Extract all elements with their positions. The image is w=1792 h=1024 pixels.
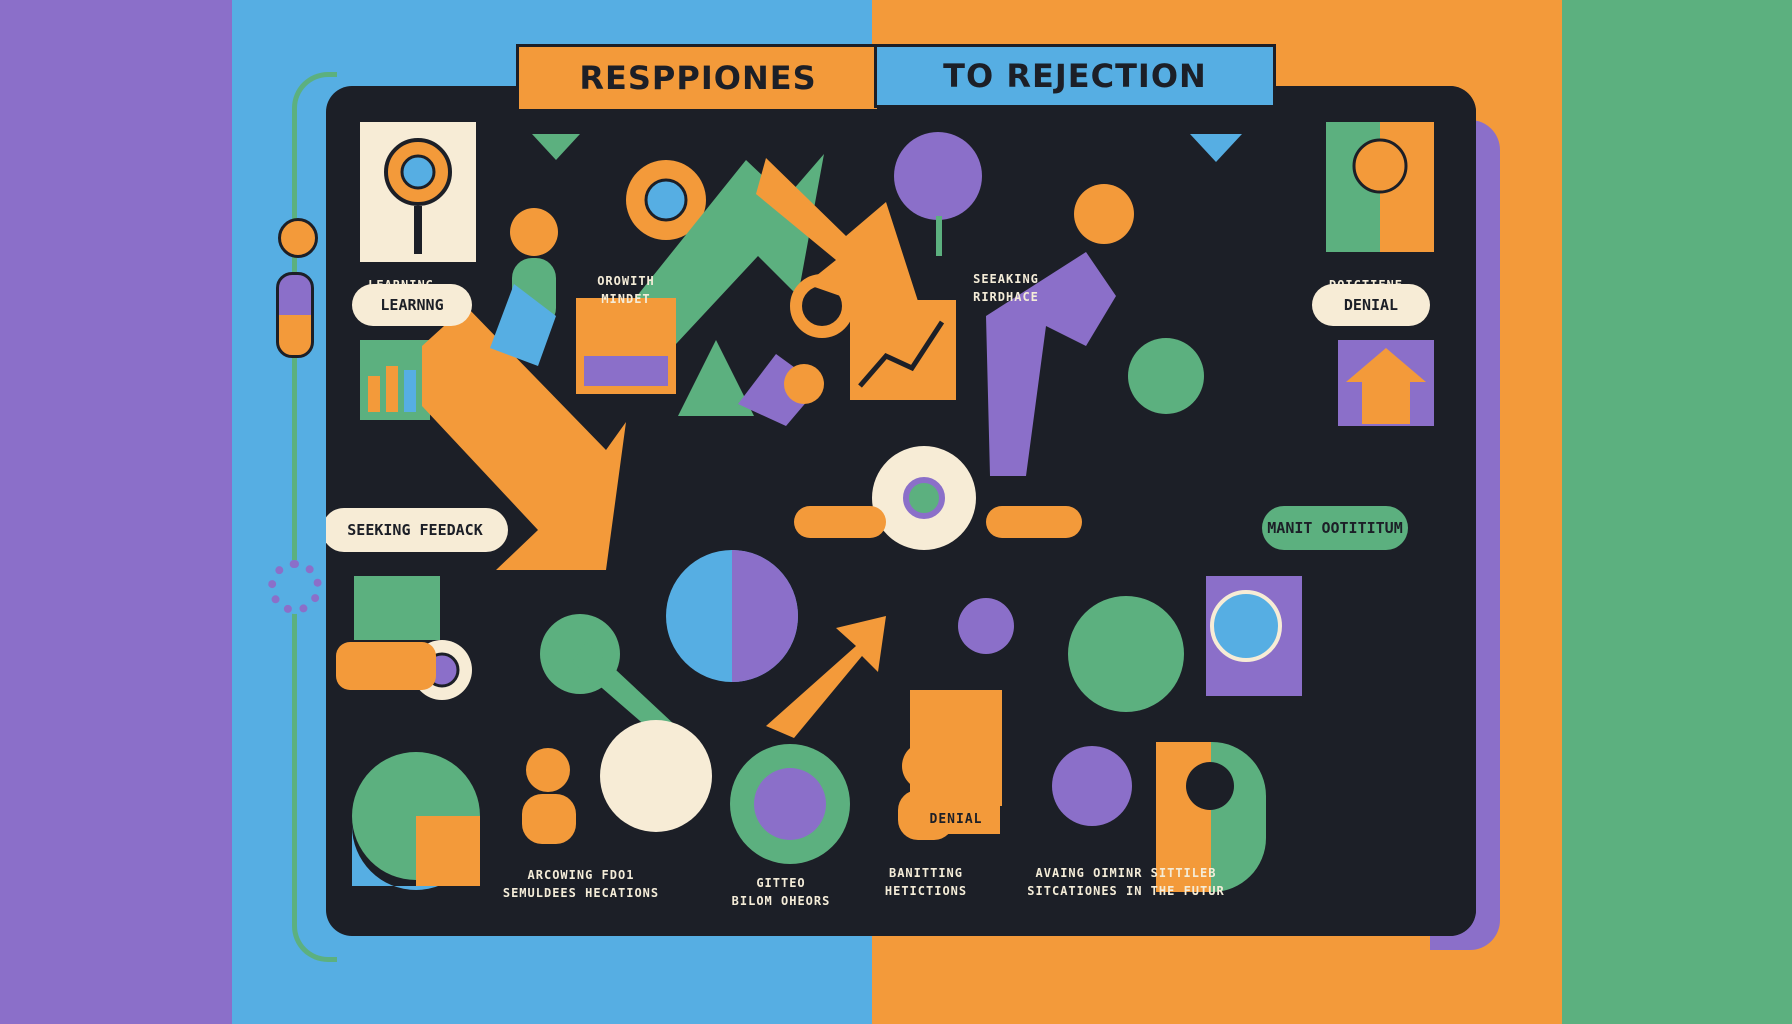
connector-bar-right [986,506,1082,538]
label-seeking: SEEAKING RIRDHACE [973,272,1039,304]
bg-purple-stripe [0,0,232,1024]
card-denial-label: DENIAL [912,806,1000,834]
speech-bar [336,642,436,690]
board-art [352,122,1434,892]
frame-green-outline [292,72,337,962]
label-growth: OROWITH MINDET [597,274,655,306]
pill-manit: MANIT OOTITITUM [1262,506,1408,550]
pill-denial-top: DENIAL [1312,284,1430,326]
decor-flower-icon [268,560,322,614]
decor-orange-dot [278,218,318,258]
label-arcowing: ARCOWING FDO1 SEMULDEES HECATIONS [502,868,660,900]
title-right-ribbon [1190,134,1242,162]
title-left-ribbon [532,134,580,160]
label-avaing: AVAING OIMINR SITTILEB SITCATIONES IN TH… [1027,866,1225,898]
main-board: LEARNING OROWITH MINDET SEEAKING RIRDHAC… [326,86,1476,936]
label-gitted: GITTEO BILOM OHEORS [731,876,831,908]
label-banitting: BANITTING HETICTIONS [884,866,968,898]
pill-seeking-feedback: SEEKING FEEDACK [326,508,508,552]
pill-learning: LEARNNG [352,284,472,326]
connector-bar-left [794,506,886,538]
title-right-banner: TO REJECTION [874,44,1276,108]
bg-green-stripe [1562,0,1792,1024]
title-right-text: TO REJECTION [943,57,1207,95]
decor-capsule [276,272,314,358]
title-left-banner: RESPPIONES [516,44,880,112]
title-left-text: RESPPIONES [579,59,817,97]
